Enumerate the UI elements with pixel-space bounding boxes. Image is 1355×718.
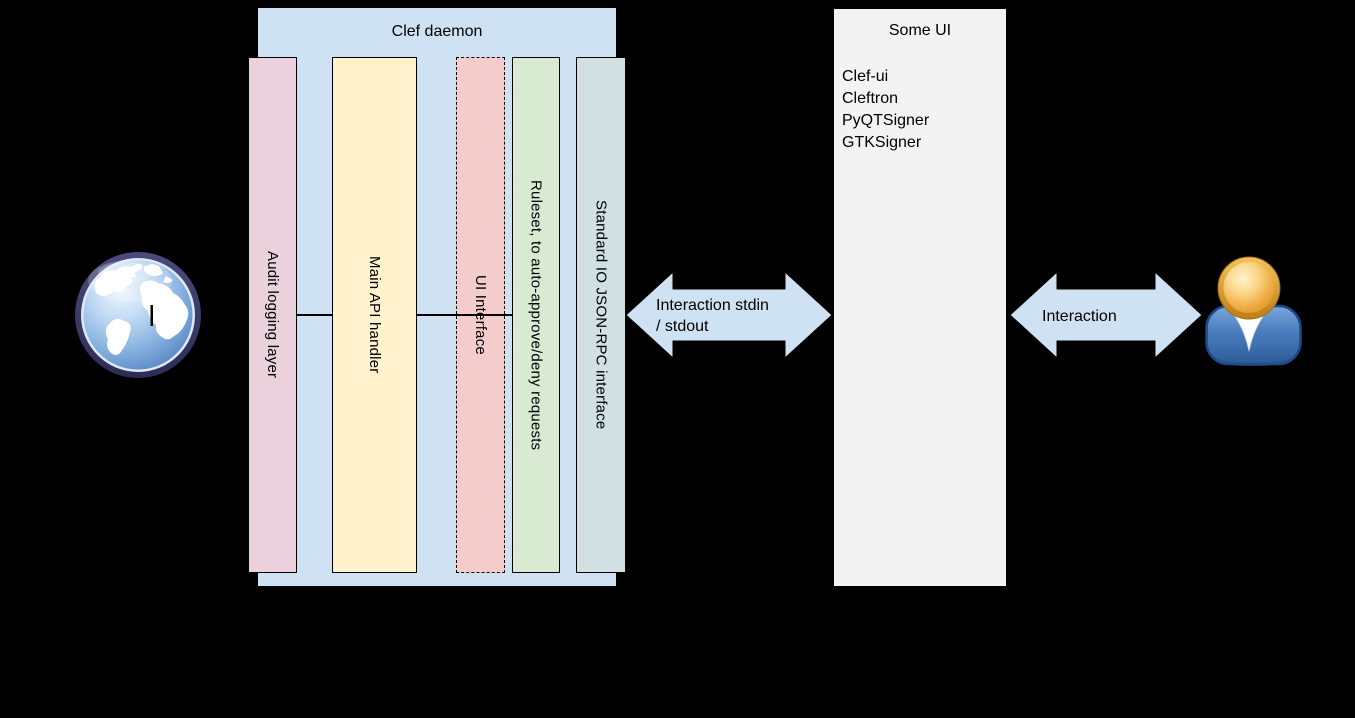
- some-ui-list-item: Cleftron: [842, 90, 899, 107]
- stdio-interaction-arrow-label: Interaction stdin / stdout: [656, 295, 769, 337]
- some-ui-title: Some UI: [888, 22, 952, 39]
- some-ui-list-item: Clef-ui: [842, 68, 889, 85]
- connector-line-api-to-ruleset: [416, 314, 513, 316]
- bar-audit-logging-layer-label: Audit logging layer: [264, 251, 281, 379]
- globe-tick-mark: [150, 305, 153, 326]
- globe-continents: [94, 263, 189, 355]
- bar-main-api-handler: Main API handler: [332, 57, 417, 573]
- some-ui-list-item: PyQTSigner: [842, 112, 930, 129]
- bar-ruleset-label: Ruleset, to auto-approve/deny requests: [527, 179, 545, 451]
- clef-daemon-box: Clef daemon: [257, 7, 617, 587]
- bar-standard-io-json-rpc: Standard IO JSON-RPC interface: [576, 57, 626, 573]
- bar-ruleset: Ruleset, to auto-approve/deny requests: [512, 57, 560, 573]
- stdio-arrow-label-line1: Interaction stdin: [656, 297, 769, 314]
- connector-line-audit-to-api: [297, 314, 333, 316]
- stdio-interaction-arrow: [625, 271, 833, 359]
- user-interaction-arrow: [1009, 271, 1203, 359]
- some-ui-list-item: GTKSigner: [842, 134, 922, 151]
- user-interaction-arrow-label: Interaction: [1042, 308, 1117, 325]
- some-ui-box: Some UI Clef-ui Cleftron PyQTSigner GTKS…: [833, 8, 1007, 587]
- some-ui-list: Clef-ui Cleftron PyQTSigner GTKSigner: [834, 66, 1006, 154]
- user-icon: [1205, 256, 1302, 366]
- stdio-arrow-label-line2: / stdout: [656, 318, 709, 335]
- globe-icon: [75, 252, 201, 378]
- clef-daemon-title: Clef daemon: [391, 23, 483, 40]
- bar-standard-io-json-rpc-label: Standard IO JSON-RPC interface: [592, 200, 610, 430]
- bar-audit-logging-layer: Audit logging layer: [248, 57, 297, 573]
- bar-main-api-handler-label: Main API handler: [366, 256, 383, 374]
